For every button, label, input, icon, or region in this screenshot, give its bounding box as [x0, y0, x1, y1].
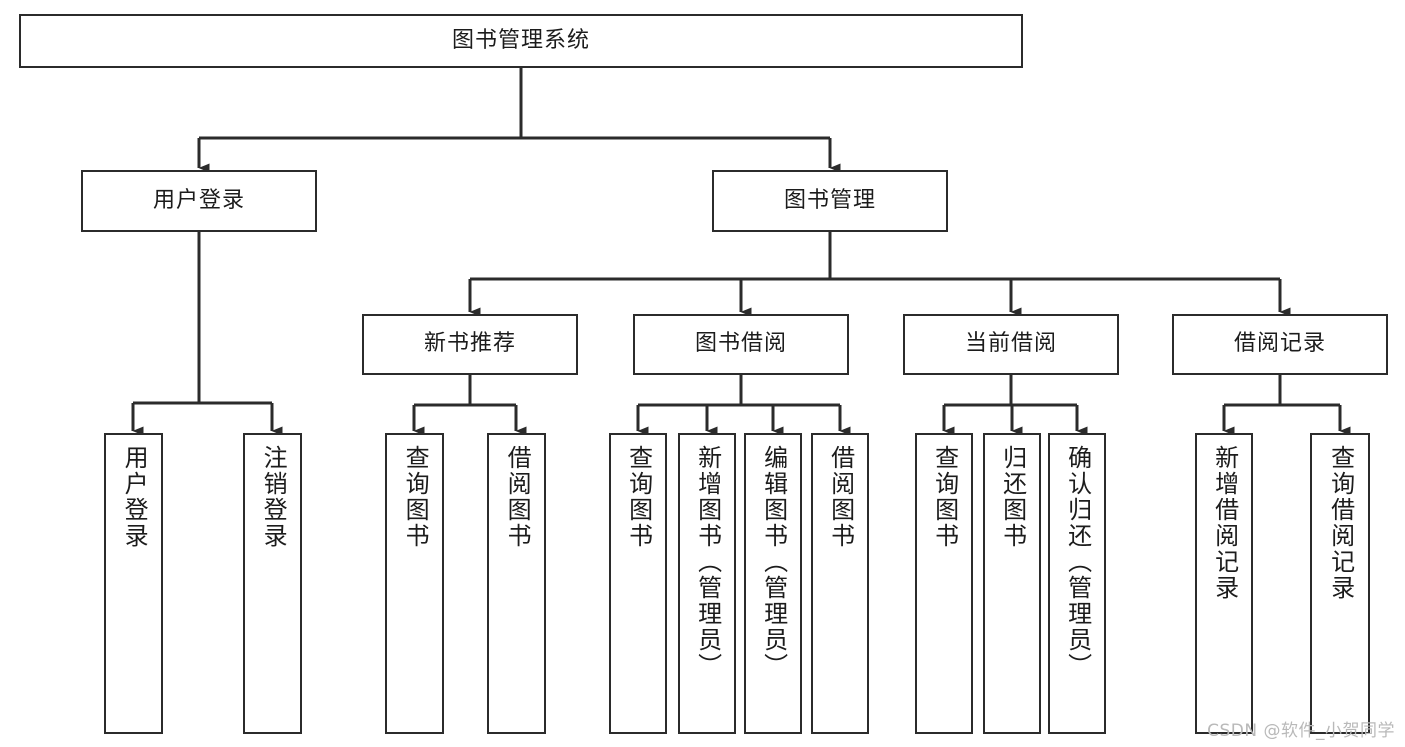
connector-userlogin-to-leaves	[131, 232, 283, 436]
connector-newbook-to-leaves	[412, 375, 527, 436]
node-label: 新书推荐	[423, 331, 516, 357]
node-label: 归还图书	[998, 445, 1027, 549]
node-new-book-recommend[interactable]: 新书推荐	[362, 314, 578, 375]
connector-bookborrow-to-leaves	[636, 375, 851, 436]
node-leaf-user-logout[interactable]: 注销登录	[243, 433, 302, 734]
node-label: 查询图书	[930, 445, 959, 549]
node-label: 图书借阅	[694, 331, 787, 357]
node-leaf-query-book-borrow[interactable]: 查询图书	[609, 433, 667, 734]
connector-root-to-level2	[197, 68, 841, 173]
node-leaf-edit-book-admin[interactable]: 编辑图书（管理员）	[744, 433, 802, 734]
node-book-management[interactable]: 图书管理	[712, 170, 948, 232]
node-borrow-record[interactable]: 借阅记录	[1172, 314, 1388, 375]
node-leaf-user-login[interactable]: 用户登录	[104, 433, 163, 734]
node-leaf-query-book-current[interactable]: 查询图书	[915, 433, 973, 734]
node-leaf-borrow-book[interactable]: 借阅图书	[811, 433, 869, 734]
node-label: 当前借阅	[964, 331, 1057, 357]
node-label: 编辑图书（管理员）	[759, 445, 788, 679]
node-leaf-return-book[interactable]: 归还图书	[983, 433, 1041, 734]
csdn-watermark: CSDN @软件_小贺同学	[1207, 721, 1395, 741]
node-label: 新增图书（管理员）	[693, 445, 722, 679]
node-label: 图书管理系统	[451, 27, 590, 53]
node-label: 借阅图书	[826, 445, 855, 549]
connector-bookmgmt-to-level3	[468, 232, 1291, 317]
node-label: 用户登录	[152, 187, 245, 213]
node-book-management-system[interactable]: 图书管理系统	[19, 14, 1023, 68]
connector-borrowrecord-to-leaves	[1222, 375, 1351, 436]
node-label: 新增借阅记录	[1210, 445, 1239, 601]
node-label: 确认归还（管理员）	[1063, 445, 1092, 679]
node-label: 借阅记录	[1233, 331, 1326, 357]
node-leaf-borrow-book-recommend[interactable]: 借阅图书	[487, 433, 546, 734]
node-label: 查询图书	[401, 445, 430, 549]
node-label: 图书管理	[783, 187, 876, 213]
node-leaf-add-book-admin[interactable]: 新增图书（管理员）	[678, 433, 736, 734]
node-leaf-confirm-return-admin[interactable]: 确认归还（管理员）	[1048, 433, 1106, 734]
node-leaf-add-borrow-record[interactable]: 新增借阅记录	[1195, 433, 1253, 734]
node-leaf-query-borrow-record[interactable]: 查询借阅记录	[1310, 433, 1370, 734]
node-leaf-query-book-recommend[interactable]: 查询图书	[385, 433, 444, 734]
node-label: 查询借阅记录	[1326, 445, 1355, 601]
node-label: 查询图书	[624, 445, 653, 549]
node-label: 借阅图书	[503, 445, 532, 549]
node-user-login[interactable]: 用户登录	[81, 170, 317, 232]
connector-currentborrow-to-leaves	[942, 375, 1088, 436]
node-current-borrow[interactable]: 当前借阅	[903, 314, 1119, 375]
node-label: 用户登录	[120, 445, 149, 549]
node-book-borrow[interactable]: 图书借阅	[633, 314, 849, 375]
node-label: 注销登录	[259, 445, 288, 549]
